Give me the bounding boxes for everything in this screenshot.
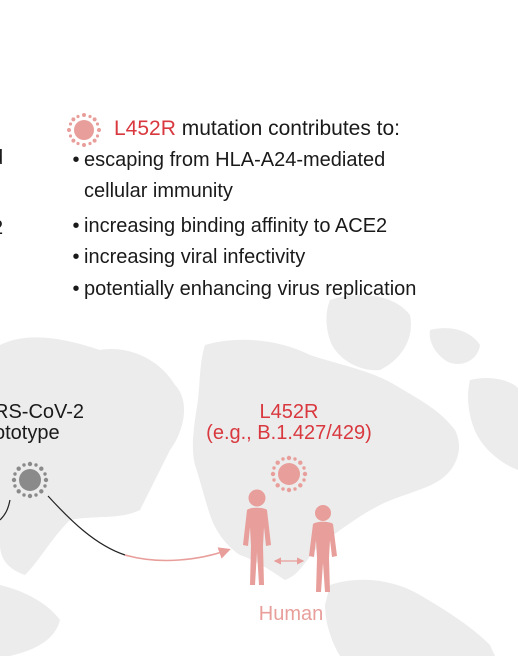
bullet-dot: • (72, 278, 80, 300)
prototype-label-line2: ototype (0, 422, 60, 444)
list-item: •potentially enhancing virus replication (72, 278, 416, 301)
virus-icon (270, 455, 308, 493)
virus-icon (67, 113, 101, 147)
list-item: •increasing binding affinity to ACE2 (72, 215, 387, 238)
person-icon (309, 505, 337, 592)
bullet-dot: • (72, 215, 80, 237)
bullet-text: cellular immunity (84, 180, 233, 202)
variant-label-line2: (e.g., B.1.427/429) (206, 422, 372, 444)
list-item-continuation: cellular immunity (84, 180, 233, 203)
callout-title-rest: mutation contributes to: (181, 117, 401, 140)
bullet-dot: • (72, 246, 80, 268)
bullet-text: escaping from HLA-A24-mediated (84, 149, 386, 171)
spread-line (47, 495, 126, 556)
virus-icon (11, 461, 49, 499)
bullet-text: increasing binding affinity to ACE2 (84, 215, 388, 237)
callout-title: L452R mutation contributes to: (114, 118, 400, 139)
person-icon (243, 489, 271, 585)
list-item: •escaping from HLA-A24-mediated (72, 149, 385, 172)
cropped-text-fragment: d (0, 148, 3, 168)
cropped-text-fragment: 2 (0, 218, 3, 238)
bullet-dot: • (72, 149, 80, 171)
host-label: Human (258, 603, 324, 625)
variant-label-line1: L452R (259, 401, 319, 423)
bullet-text: increasing viral infectivity (84, 246, 306, 268)
list-item: •increasing viral infectivity (72, 246, 305, 269)
mutation-name: L452R (114, 117, 176, 140)
prototype-label-line1: RS-CoV-2 (0, 401, 85, 423)
spread-line (0, 499, 11, 521)
variant-label: L452R (e.g., B.1.427/429) (206, 402, 372, 444)
transmission-arrow (124, 547, 231, 562)
bullet-text: potentially enhancing virus replication (84, 278, 417, 300)
prototype-label: RS-CoV-2 ototype (0, 402, 84, 444)
